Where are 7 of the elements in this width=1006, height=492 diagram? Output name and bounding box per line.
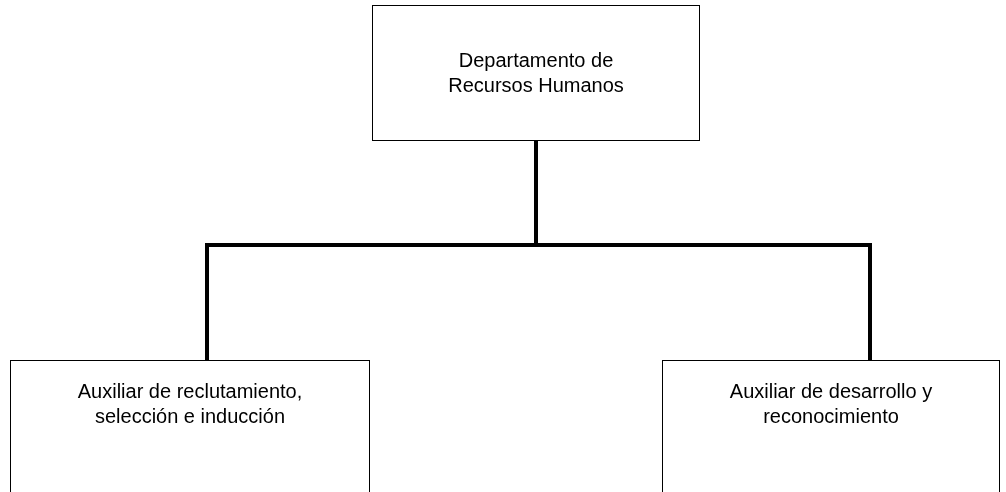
box-label: Auxiliar de desarrollo y reconocimiento <box>728 379 934 429</box>
org-chart-box <box>372 5 700 141</box>
org-chart-box <box>662 360 1000 492</box>
box-label: Auxiliar de reclutamiento, selección e inducción <box>76 379 304 429</box>
connector-line <box>534 141 872 360</box>
box-label: Departamento de Recursos Humanos <box>447 48 625 98</box>
org-chart-box <box>10 360 370 492</box>
